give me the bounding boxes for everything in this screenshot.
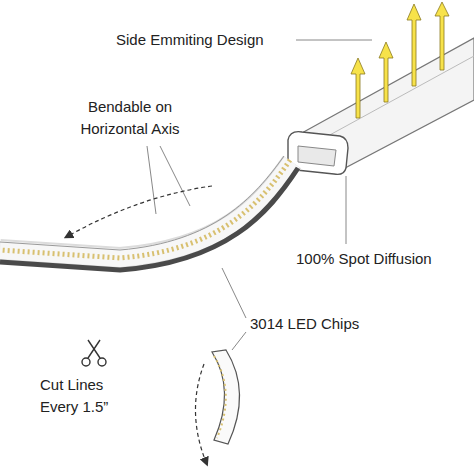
scissors-icon <box>82 340 106 366</box>
end-channel <box>298 146 336 166</box>
feature-label: 100% Spot Diffusion <box>296 248 466 270</box>
strip-section <box>212 350 240 444</box>
profile-edge <box>0 156 284 250</box>
section-arrow <box>195 364 206 462</box>
feature-label: Side Emmiting Design <box>116 29 296 51</box>
leader-lines <box>147 40 372 350</box>
bend-arrow <box>68 186 212 236</box>
led-chips <box>0 160 290 258</box>
section-leds <box>214 356 226 438</box>
feature-label: 3014 LED Chips <box>250 313 400 335</box>
feature-label: Cut Lines Every 1.5” <box>40 374 122 418</box>
feature-label: Bendable on Horizontal Axis <box>80 96 180 140</box>
light-arrows <box>351 2 449 118</box>
profile-ridge <box>306 56 474 148</box>
